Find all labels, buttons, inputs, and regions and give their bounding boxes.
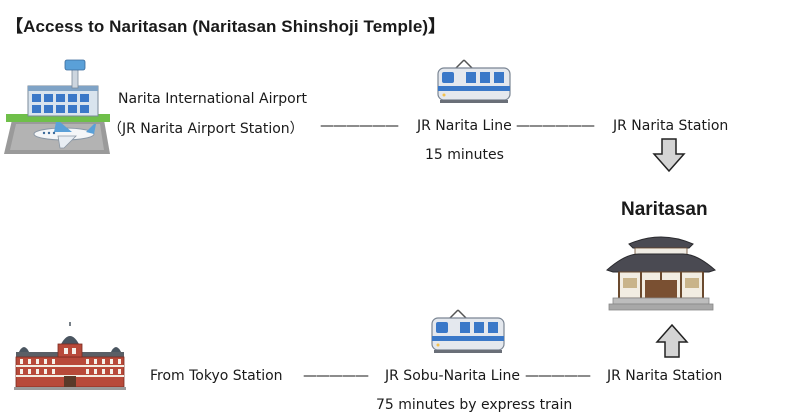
train-illustration xyxy=(437,59,511,103)
route-top-duration: 15 minutes xyxy=(425,147,504,163)
arrow-up-icon xyxy=(655,323,689,358)
route-bottom-duration: 75 minutes by express train xyxy=(376,397,573,413)
route-bottom-dashes-right: ————— xyxy=(525,368,591,384)
airport-station: （JR Narita Airport Station） xyxy=(108,121,304,137)
tokyo-station-illustration xyxy=(14,322,126,390)
train-illustration-bottom xyxy=(431,309,505,353)
route-top-dashes-left: —————— xyxy=(320,118,399,134)
route-top-dashes-right: —————— xyxy=(516,118,595,134)
route-bottom-dashes-left: ————— xyxy=(303,368,369,384)
arrow-down-icon xyxy=(652,138,686,173)
route-top-narita-station: JR Narita Station xyxy=(613,118,729,134)
route-bottom-line-name: JR Sobu-Narita Line xyxy=(385,368,520,384)
airport-name: Narita International Airport xyxy=(118,91,307,107)
destination-title: Naritasan xyxy=(621,199,708,220)
route-bottom-origin: From Tokyo Station xyxy=(150,368,283,384)
temple-illustration xyxy=(606,236,716,311)
route-top-line-name: JR Narita Line xyxy=(417,118,512,134)
airport-illustration xyxy=(4,59,110,154)
page-title: 【Access to Naritasan (Naritasan Shinshoj… xyxy=(6,17,446,36)
route-bottom-narita-station: JR Narita Station xyxy=(607,368,723,384)
